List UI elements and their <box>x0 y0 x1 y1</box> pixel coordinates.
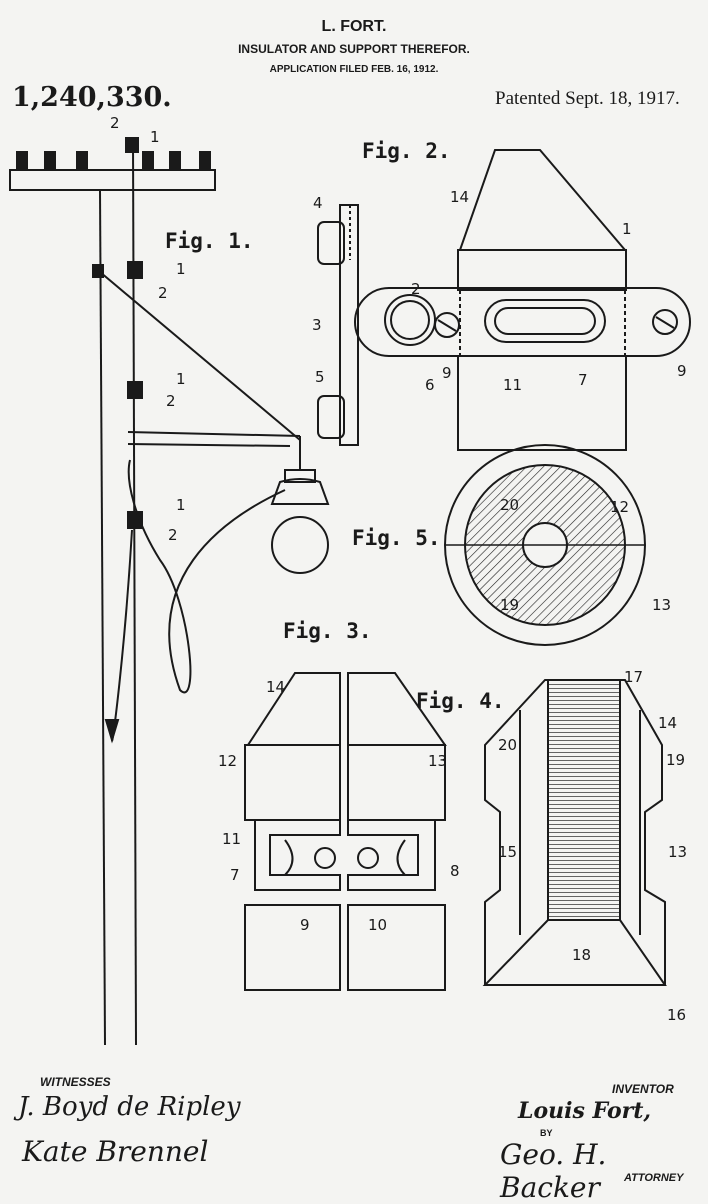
fig4-numeral: 17 <box>624 668 643 686</box>
fig4-numeral: 14 <box>658 714 677 732</box>
fig5-numeral: 19 <box>500 596 519 614</box>
fig3-numeral: 14 <box>266 678 285 696</box>
fig2-numeral: 1 <box>622 220 632 238</box>
fig3-numeral: 8 <box>450 862 460 880</box>
fig2-numeral: 5 <box>315 368 325 386</box>
fig5-numeral: 13 <box>652 596 671 614</box>
witnesses-label: WITNESSES <box>40 1075 111 1089</box>
fig2-numeral: 14 <box>450 188 469 206</box>
application-date: APPLICATION FILED FEB. 16, 1912. <box>269 64 439 75</box>
attorney-label: ATTORNEY <box>624 1172 684 1184</box>
fig4-label: Fig. 4. <box>416 689 505 713</box>
witness-signature-1: J. Boyd de Ripley <box>18 1092 241 1122</box>
fig4-numeral: 15 <box>498 843 517 861</box>
fig4-numeral: 20 <box>498 736 517 754</box>
witness-signature-2: Kate Brennel <box>22 1135 209 1168</box>
fig2-numeral: 6 <box>425 376 435 394</box>
fig2-numeral: 2 <box>411 280 421 298</box>
fig1-numeral: 1 <box>176 496 186 514</box>
fig5-numeral: 20 <box>500 496 519 514</box>
patent-number: 1,240,330. <box>12 82 172 113</box>
fig2-numeral: 9 <box>442 364 452 382</box>
fig5-drawing <box>444 444 646 646</box>
fig3-numeral: 7 <box>230 866 240 884</box>
fig2-numeral: 9 <box>677 362 687 380</box>
by-label: BY <box>540 1128 553 1138</box>
fig4-numeral: 19 <box>666 751 685 769</box>
fig5-numeral: 12 <box>610 498 629 516</box>
fig1-numeral: 1 <box>150 128 160 146</box>
fig1-numeral: 2 <box>168 526 178 544</box>
fig2-drawing <box>317 149 691 451</box>
fig3-numeral: 13 <box>428 752 447 770</box>
inventor-heading: L. FORT. <box>321 18 387 35</box>
fig1-numeral: 1 <box>176 370 186 388</box>
fig1-numeral: 2 <box>110 114 120 132</box>
fig2-numeral: 11 <box>503 376 522 394</box>
patented-date: Patented Sept. 18, 1917. <box>495 88 680 109</box>
fig2-numeral: 4 <box>313 194 323 212</box>
patent-title: INSULATOR AND SUPPORT THEREFOR. <box>238 42 470 56</box>
fig4-numeral: 18 <box>572 946 591 964</box>
fig3-numeral: 9 <box>300 916 310 934</box>
fig3-numeral: 10 <box>368 916 387 934</box>
fig2-label: Fig. 2. <box>362 139 451 163</box>
fig3-numeral: 12 <box>218 752 237 770</box>
fig1-numeral: 1 <box>176 260 186 278</box>
attorney-signature: Geo. H. Backer <box>500 1138 607 1204</box>
fig1-pole-drawing <box>9 137 330 1046</box>
inventor-label: INVENTOR <box>612 1082 674 1096</box>
fig3-drawing <box>244 672 447 991</box>
fig1-label: Fig. 1. <box>165 229 254 253</box>
fig3-label: Fig. 3. <box>283 619 372 643</box>
fig1-numeral: 2 <box>158 284 168 302</box>
fig3-numeral: 11 <box>222 830 241 848</box>
fig5-label: Fig. 5. <box>352 526 441 550</box>
fig4-drawing <box>482 679 667 986</box>
fig4-numeral: 13 <box>668 843 687 861</box>
inventor-signature: Louis Fort, <box>518 1098 652 1124</box>
fig4-numeral: 16 <box>667 1006 686 1024</box>
fig1-numeral: 2 <box>166 392 176 410</box>
fig2-numeral: 3 <box>312 316 322 334</box>
fig2-numeral: 7 <box>578 371 588 389</box>
